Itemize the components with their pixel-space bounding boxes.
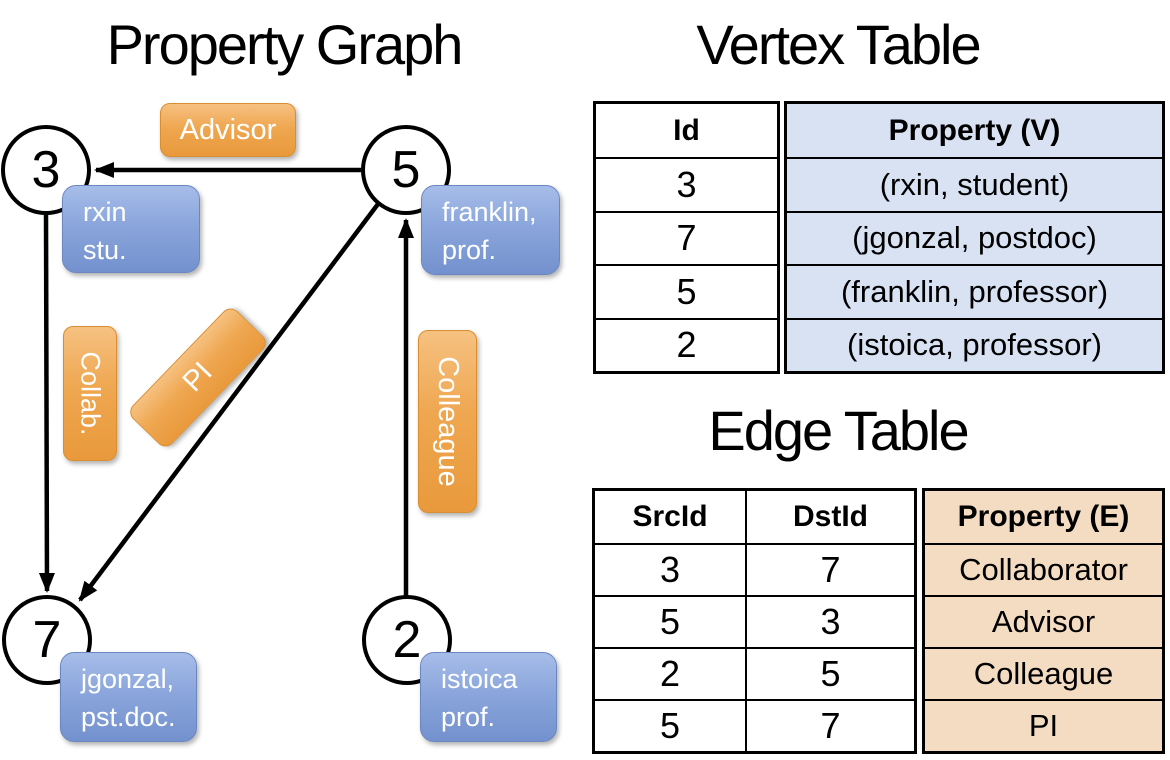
vertex-table-property-column: Property (V) (rxin, student) (jgonzal, p… xyxy=(784,101,1165,374)
vertex-property-box-3-line1: rxin xyxy=(83,197,127,227)
vertex-table-property-cell: (jgonzal, postdoc) xyxy=(787,210,1162,264)
node-2-label: 2 xyxy=(392,611,422,669)
vertex-table-property-cell: (istoica, professor) xyxy=(787,317,1162,371)
edge-table-srcid-cell: 3 xyxy=(595,543,745,595)
vertex-property-box-3-line2: stu. xyxy=(83,235,127,265)
edge-collaborator-arrow-3-to-7 xyxy=(38,213,55,593)
edge-table-dstid-cell: 3 xyxy=(745,595,914,647)
vertex-property-box-7-line2: pst.doc. xyxy=(81,702,176,732)
vertex-table-id-cell: 2 xyxy=(596,317,777,371)
edge-table-property-cell: Colleague xyxy=(925,647,1162,699)
node-5-label: 5 xyxy=(391,141,421,199)
vertex-table-header-id: Id xyxy=(673,113,700,147)
vertex-property-box-2-line1: istoica xyxy=(441,664,518,694)
vertex-property-box-3: rxin stu. xyxy=(62,185,200,273)
edge-table-header-srcid: SrcId xyxy=(632,500,708,533)
vertex-property-box-7: jgonzal, pst.doc. xyxy=(60,652,197,742)
vertex-table-title: Vertex Table xyxy=(696,13,981,76)
edge-label-collaborator-text: Collab. xyxy=(75,351,106,436)
vertex-table-property-cell: (franklin, professor) xyxy=(787,264,1162,317)
edge-table-srcid-cell: 5 xyxy=(595,595,745,647)
edge-table-header-property: Property (E) xyxy=(957,500,1130,533)
edge-label-pi-text: PI xyxy=(176,356,219,399)
vertex-table-id-cell: 3 xyxy=(596,157,777,210)
edge-table-property-cell: Collaborator xyxy=(925,543,1162,595)
edge-table-property-cell: Advisor xyxy=(925,595,1162,647)
vertex-table-header-property: Property (V) xyxy=(888,113,1061,147)
property-graph-title: Property Graph xyxy=(106,13,464,76)
edge-table-header-dstid: DstId xyxy=(745,491,914,543)
edge-table-property-cell: PI xyxy=(925,699,1162,751)
edge-table-id-columns: SrcId DstId 3 7 5 3 2 5 5 7 xyxy=(592,488,917,754)
edge-table-dstid-cell: 7 xyxy=(745,543,914,595)
vertex-table-id-cell: 7 xyxy=(596,210,777,264)
edge-pi-arrow-5-to-7 xyxy=(78,202,380,602)
edge-label-collaborator: Collab. xyxy=(63,326,117,461)
edge-label-colleague: Colleague xyxy=(418,330,477,513)
vertex-property-box-2: istoica prof. xyxy=(420,652,557,742)
edge-label-advisor: Advisor xyxy=(160,103,296,157)
edge-table-title: Edge Table xyxy=(708,399,969,462)
node-3-label: 3 xyxy=(31,141,61,199)
node-7-label: 7 xyxy=(32,611,62,669)
vertex-property-box-5: franklin, prof. xyxy=(421,185,560,275)
edge-label-advisor-text: Advisor xyxy=(179,113,277,146)
edge-table-dstid-cell: 7 xyxy=(745,699,914,751)
edge-table-srcid-cell: 2 xyxy=(595,647,745,699)
edge-table-srcid-cell: 5 xyxy=(595,699,745,751)
vertex-table-id-column: Id 3 7 5 2 xyxy=(593,101,780,374)
graph-node-3: 3 xyxy=(1,125,91,215)
vertex-table-property-cell: (rxin, student) xyxy=(787,157,1162,210)
edge-table-dstid-cell: 5 xyxy=(745,647,914,699)
vertex-table-id-cell: 5 xyxy=(596,264,777,317)
vertex-property-box-5-line2: prof. xyxy=(442,235,497,265)
vertex-property-box-5-line1: franklin, xyxy=(442,197,537,227)
edge-table-property-column: Property (E) Collaborator Advisor Collea… xyxy=(922,488,1165,754)
vertex-property-box-2-line2: prof. xyxy=(441,702,496,732)
edge-label-colleague-text: Colleague xyxy=(432,356,465,487)
vertex-property-box-7-line1: jgonzal, xyxy=(81,664,175,694)
